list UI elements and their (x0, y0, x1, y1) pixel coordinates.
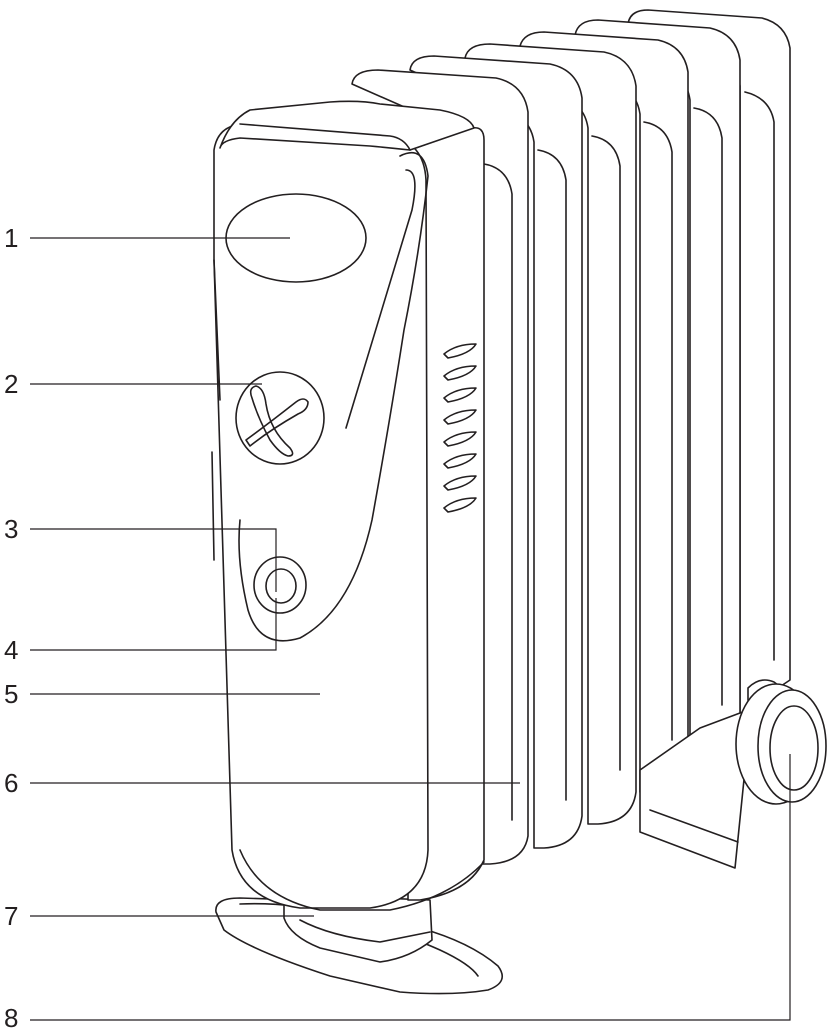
thermostat-knob-pointer-bar (245, 398, 309, 447)
vent-slot (443, 409, 477, 425)
leader-line-4 (30, 598, 277, 651)
vent-slot (443, 343, 477, 359)
callout-number-2: 2 (4, 369, 18, 399)
housing-left-edge-lower (211, 451, 215, 561)
radiator-fin-inner (744, 91, 775, 661)
vent-slot (443, 497, 477, 513)
leader-line-8 (30, 754, 791, 1021)
thermostat-knob (235, 371, 325, 465)
callout-number-5: 5 (4, 679, 18, 709)
thermostat-knob-pointer (249, 385, 294, 457)
radiator-fin (409, 55, 583, 849)
housing-left-edge (213, 259, 221, 401)
control-housing (211, 100, 485, 911)
vent-slot (443, 453, 477, 469)
callout-number-6: 6 (4, 768, 18, 798)
front-foot-stem-edge (299, 919, 431, 943)
radiator-fin (464, 43, 637, 825)
housing-bottom-curve (239, 849, 485, 911)
rear-wheel-assembly (639, 679, 827, 869)
radiator-fin-inner (591, 135, 621, 771)
housing-swoosh-inner (345, 169, 416, 429)
vent-slot (443, 431, 477, 447)
callout-numbers: 1 2 3 4 5 6 7 8 (4, 223, 18, 1028)
front-foot-assembly (215, 894, 504, 995)
housing-top-edge (239, 123, 411, 151)
callout-leaders (30, 237, 791, 1021)
radiator-fin-inner (483, 163, 513, 821)
rear-leg-edge (649, 809, 739, 843)
power-indicator-light (265, 568, 297, 604)
callout-number-8: 8 (4, 1003, 18, 1028)
housing-swoosh (238, 151, 429, 642)
radiator-fin-inner (693, 107, 723, 706)
vent-slot (443, 475, 477, 491)
vent-slot (443, 387, 477, 403)
vent-slot (443, 365, 477, 381)
vent-slots (443, 343, 477, 513)
callout-number-3: 3 (4, 514, 18, 544)
callout-number-1: 1 (4, 223, 18, 253)
radiator-fin-inner (537, 149, 567, 801)
leader-line-3 (30, 528, 277, 592)
radiator-fin-inner (643, 121, 673, 741)
wheel-rim (769, 705, 819, 791)
housing-top-cap (219, 100, 475, 151)
callout-number-7: 7 (4, 901, 18, 931)
callout-number-4: 4 (4, 635, 18, 665)
